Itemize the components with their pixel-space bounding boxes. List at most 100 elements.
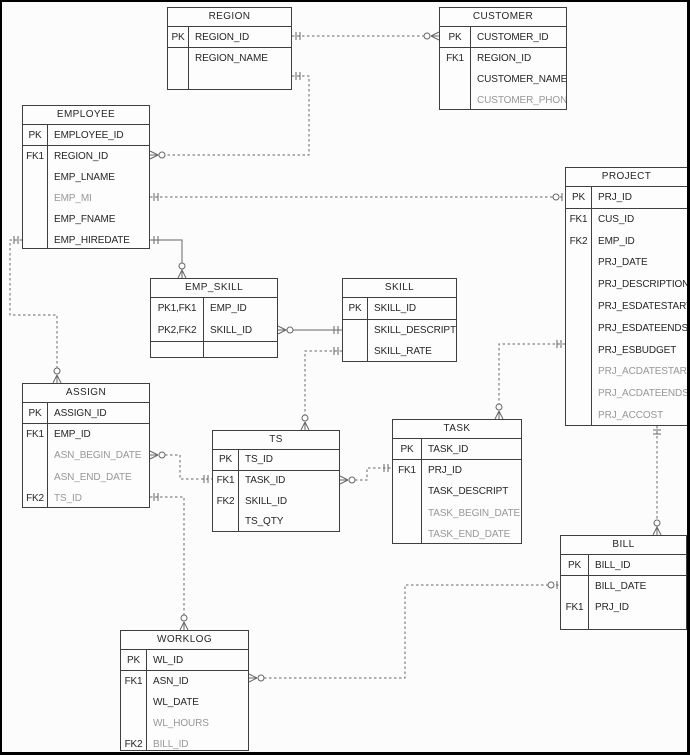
column-key-label xyxy=(566,296,591,318)
column-name: SKILL_ID xyxy=(245,495,288,507)
column-name: PRJ_DESCRIPTION xyxy=(598,279,687,291)
table-row: PRJ_DATE xyxy=(566,252,687,274)
crow-foot-icon xyxy=(179,621,185,631)
table-row: TASK_END_DATE xyxy=(393,524,521,543)
crow-foot-icon xyxy=(277,325,287,331)
column-name: EMP_LNAME xyxy=(54,172,115,183)
column-key-label xyxy=(121,713,146,734)
zero-circle-icon xyxy=(348,476,356,484)
column-key-label: PK xyxy=(568,560,581,571)
column-name: CUS_ID xyxy=(598,213,635,225)
column-key-label: PK xyxy=(572,192,585,203)
column-key-label: PK xyxy=(127,655,140,666)
column-name: PRJ_ESDATESTART xyxy=(598,300,687,312)
column-name: PRJ_ESBUDGET xyxy=(598,344,677,356)
zero-circle-icon xyxy=(180,614,188,622)
table-title: EMP_SKILL xyxy=(151,279,277,298)
column-key-label xyxy=(440,90,470,109)
table-row: PRJ_ESBUDGET xyxy=(566,340,687,362)
crow-foot-icon xyxy=(430,35,440,41)
table-row: PRJ_ESDATEENDS xyxy=(566,318,687,340)
table-title: SKILL xyxy=(343,279,456,298)
rel-emp_skill-skill xyxy=(277,325,342,335)
rel-ts-task xyxy=(339,464,392,485)
column-name: EMP_FNAME xyxy=(54,214,116,225)
column-key-label xyxy=(168,48,188,69)
column-key-label: FK1 xyxy=(26,151,44,162)
column-name: ASN_ID xyxy=(153,676,189,687)
table-row: CUSTOMER_PHONE xyxy=(440,90,566,109)
crow-foot-icon xyxy=(149,150,159,156)
column-key-label xyxy=(343,341,367,361)
crow-foot-icon xyxy=(277,329,287,335)
rel-skill-ts xyxy=(300,347,342,431)
column-name: EMP_ID xyxy=(598,235,635,247)
column-key-label xyxy=(393,503,421,524)
relationship-line xyxy=(150,496,185,630)
column-key-label: FK2 xyxy=(26,492,44,504)
column-name: BILL_ID xyxy=(153,739,189,750)
table-row: BILL_DATE xyxy=(561,576,686,597)
column-key-label: FK1 xyxy=(446,53,464,64)
column-name: EMPLOYEE_ID xyxy=(54,130,124,141)
relationship-line xyxy=(304,350,342,430)
column-name: PRJ_ACDATESTART xyxy=(598,366,687,378)
column-name: PRJ_ID xyxy=(595,602,629,613)
crow-foot-icon xyxy=(149,454,159,460)
column-name: EMP_ID xyxy=(54,429,91,441)
rel-region-employee xyxy=(149,72,310,160)
column-name: SKILL_DESCRIPTION xyxy=(374,324,456,336)
column-key-label: PK xyxy=(28,130,42,141)
table-row: FK1 EMP_ID xyxy=(23,424,149,445)
column-key-label xyxy=(566,252,591,274)
zero-circle-icon xyxy=(158,451,166,459)
column-name: EMP_HIREDATE xyxy=(54,235,130,246)
table-title: BILL xyxy=(561,536,686,555)
column-name: PRJ_ID xyxy=(598,192,632,203)
column-name: TS_ID xyxy=(245,454,273,465)
relationship-line xyxy=(249,584,560,679)
table-row: EMP_HIREDATE xyxy=(23,230,149,248)
column-name: REGION_ID xyxy=(195,32,250,43)
column-key-label: FK1 xyxy=(26,429,44,441)
zero-circle-icon xyxy=(547,581,555,589)
table-row: PRJ_ACDATEENDS xyxy=(566,383,687,405)
table-row: PRJ_ACDATESTART xyxy=(566,361,687,383)
column-name: WL_HOURS xyxy=(153,718,209,729)
column-key-label xyxy=(121,692,146,713)
table-row: TASK_BEGIN_DATE xyxy=(393,503,521,524)
table-row: SKILL_RATE xyxy=(343,341,456,361)
column-name: ASN_END_DATE xyxy=(54,471,132,483)
table-title: PROJECT xyxy=(566,168,687,187)
table-row: PRJ_ESDATESTART xyxy=(566,296,687,318)
column-name: REGION_NAME xyxy=(195,53,268,64)
column-name: TASK_ID xyxy=(428,444,469,455)
column-key-label xyxy=(23,167,47,188)
table-row: PK PRJ_ID xyxy=(566,187,687,209)
